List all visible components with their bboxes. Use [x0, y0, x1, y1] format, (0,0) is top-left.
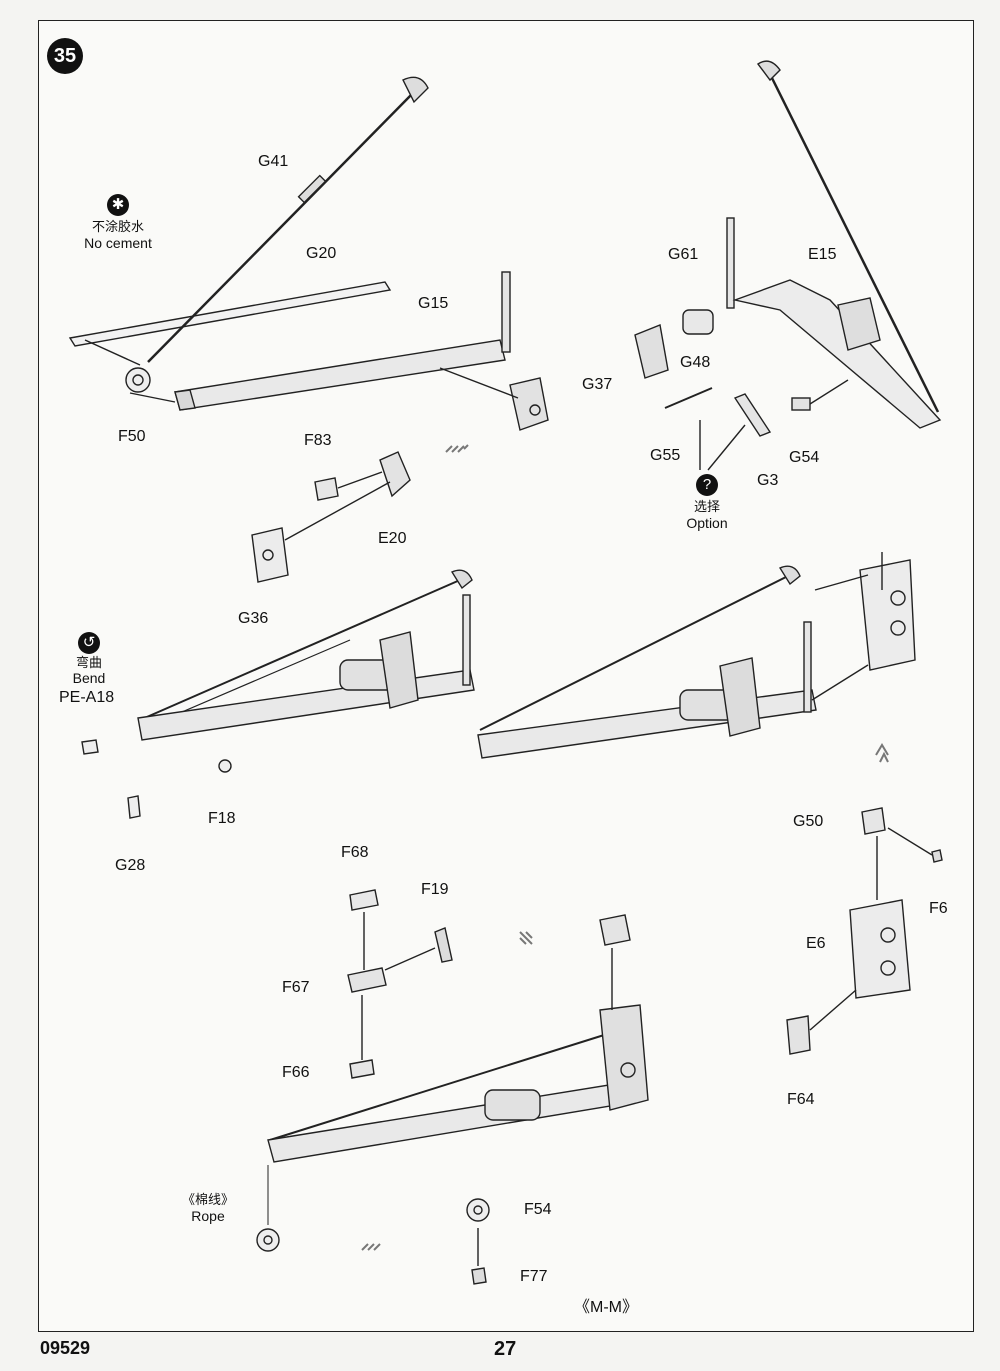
part-label-g20: G20 — [306, 245, 337, 262]
winch-drum-subassembly — [347, 889, 453, 1079]
option-icon: ? — [696, 474, 718, 496]
middle-right-boom-assembled — [477, 552, 916, 759]
bottom-final-assembly — [256, 914, 649, 1285]
middle-left-boom-assembled — [81, 569, 475, 819]
part-label-f18: F18 — [208, 810, 236, 827]
part-label-g28: G28 — [115, 857, 146, 874]
top-right-frame-assembly — [634, 60, 942, 471]
part-label-g50: G50 — [793, 813, 824, 830]
rope-label-en: Rope — [191, 1208, 225, 1224]
bend-label-zh: 弯曲 — [75, 655, 103, 670]
e6-bracket-subassembly — [786, 807, 943, 1055]
part-label-g37: G37 — [582, 376, 613, 393]
part-label-f66: F66 — [282, 1064, 310, 1081]
kit-number: 09529 — [40, 1338, 91, 1358]
part-label-g41: G41 — [258, 153, 289, 170]
no-cement-label-en: No cement — [84, 235, 152, 251]
top-left-boom-assembly — [68, 76, 549, 431]
part-label-f6: F6 — [929, 900, 948, 917]
part-label-g48: G48 — [680, 354, 711, 371]
option-label-en: Option — [686, 515, 728, 531]
part-label-f50: F50 — [118, 428, 146, 445]
part-label-f64: F64 — [787, 1091, 815, 1108]
part-label-g36: G36 — [238, 610, 269, 627]
part-label-e6: E6 — [806, 935, 826, 952]
part-label-pe-a18: PE-A18 — [59, 689, 115, 706]
no-cement-icon: ✱ — [107, 194, 129, 216]
part-label-f19: F19 — [421, 881, 449, 898]
part-label-f54: F54 — [524, 1201, 552, 1218]
part-label-g15: G15 — [418, 295, 449, 312]
part-label-f77: F77 — [520, 1268, 548, 1285]
page-number: 27 — [494, 1338, 517, 1360]
part-label-e15: E15 — [808, 246, 837, 263]
part-label-g54: G54 — [789, 449, 820, 466]
part-label-f83: F83 — [304, 432, 332, 449]
rope-label-zh: 《棉线》 — [181, 1192, 235, 1207]
part-label-g3: G3 — [757, 472, 779, 489]
hatched-arrow-icon — [361, 444, 889, 1251]
bracket-subassembly — [251, 451, 411, 583]
part-label-f67: F67 — [282, 979, 310, 996]
part-label-e20: E20 — [378, 530, 407, 547]
part-label-g55: G55 — [650, 447, 681, 464]
no-cement-label-zh: 不涂胶水 — [91, 219, 145, 234]
option-label-zh: 选择 — [693, 499, 721, 514]
part-label-g61: G61 — [668, 246, 699, 263]
bend-label-en: Bend — [72, 670, 106, 686]
part-label-f68: F68 — [341, 844, 369, 861]
bend-icon: ↺ — [78, 632, 100, 654]
step-number-badge: 35 — [47, 38, 83, 74]
view-label: 《M-M》 — [574, 1299, 638, 1316]
